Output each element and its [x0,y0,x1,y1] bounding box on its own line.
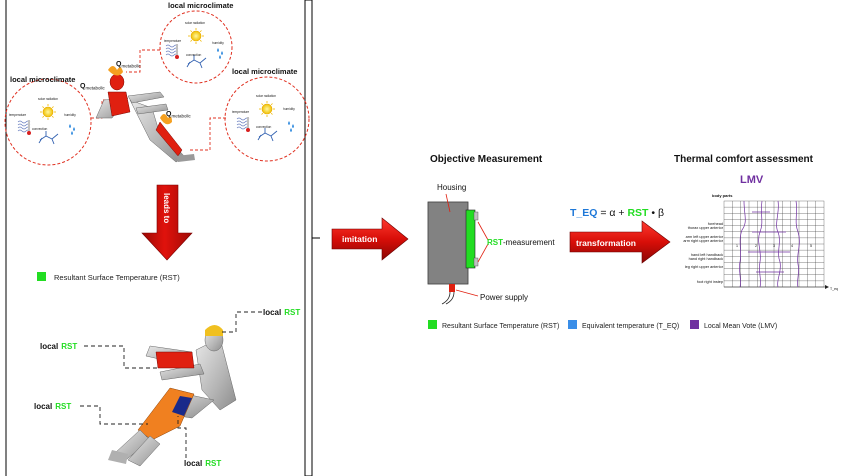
solar-label-top: solar radiation [185,21,205,25]
body-part-label: arm left upper anterior [686,235,724,239]
sensor-housing [427,201,479,305]
lmv-scale-number: 3 [773,244,775,248]
microclimate-circle-left [4,78,92,166]
legend-label: Local Mean Vote (LMV) [704,323,777,330]
temperature-label-top: temperature [164,39,181,43]
q-metabolic-labels: Qmetabolic Qmetabolic Qmetabolic [80,61,191,119]
svg-text:Qmetabolic: Qmetabolic [166,111,191,119]
human-figure-bottom [108,325,237,467]
temperature-label-left: temperature [9,113,26,117]
lmv-scale-number: 4 [791,244,793,248]
humidity-label-left: humidity [64,113,76,117]
legend-rst-swatch-left [37,272,46,281]
legend-swatch [568,320,577,329]
convection-label-right: convection [256,125,271,129]
body-part-label: leg right upper anterior [685,265,724,269]
lmv-label: LMV [740,174,764,186]
right-legend: Resultant Surface Temperature (RST) Equiv… [428,320,777,330]
leads-to-arrow: leads to [141,184,193,261]
lmv-curve [748,211,790,273]
solar-label-right: solar radiation [256,94,276,98]
formula: T_EQ = α + RST • β [570,207,664,219]
microclimate-label-left: local microclimate [10,75,75,84]
rst-measurement-label: RST-measurement [487,238,555,247]
legend-label: Equivalent temperature (T_EQ) [582,323,679,330]
lmv-curve [739,200,746,288]
svg-text:Qmetabolic: Qmetabolic [116,61,141,69]
lmv-scale-number: 5 [810,244,812,248]
power-supply-label: Power supply [480,293,528,302]
legend-rst-label-left: Resultant Surface Temperature (RST) [54,273,180,282]
comfort-title: Thermal comfort assessment [674,154,814,165]
body-part-label: foot right instep [697,280,723,284]
body-part-label: hand right handback [689,257,724,261]
local-rst-connectors [80,311,262,458]
temperature-label-right: temperature [232,110,249,114]
humidity-label-top: humidity [212,41,224,45]
body-part-label: arm right upper anterior [683,239,723,243]
lmv-curve [776,200,781,288]
legend-swatch [690,320,699,329]
body-parts-label: body parts [712,193,733,198]
body-part-label: forehead [708,222,723,226]
body-part-label: thorax upper anterior [688,226,724,230]
lmv-scale-number: 1 [736,244,738,248]
human-figure-top [95,66,195,163]
lmv-curve [795,200,800,288]
teq-axis-label: T_eq [830,287,838,291]
svg-text:Qmetabolic: Qmetabolic [80,83,105,91]
rst-sensor-plate [465,209,476,269]
microclimate-circle-top [159,10,233,84]
lmv-curve [758,200,763,288]
transformation-label: transformation [576,238,636,248]
imitation-label: imitation [342,234,377,244]
solar-label-left: solar radiation [38,97,58,101]
lmv-scale-number: 2 [755,244,757,248]
convection-label-top: convection [186,53,201,57]
imitation-arrow: imitation [331,217,409,261]
convection-label-left: convection [32,127,47,131]
humidity-label-right: humidity [283,107,295,111]
housing-label: Housing [437,183,466,192]
microclimate-circle-right [224,76,310,162]
microclimate-label-right: local microclimate [232,67,297,76]
objective-measurement-title: Objective Measurement [430,154,543,165]
transformation-arrow: transformation [569,220,671,264]
leads-to-label: leads to [162,193,171,223]
legend-swatch [428,320,437,329]
body-part-label: hand left handback [691,253,723,257]
microclimate-label-top: local microclimate [168,1,233,10]
legend-label: Resultant Surface Temperature (RST) [442,323,559,330]
